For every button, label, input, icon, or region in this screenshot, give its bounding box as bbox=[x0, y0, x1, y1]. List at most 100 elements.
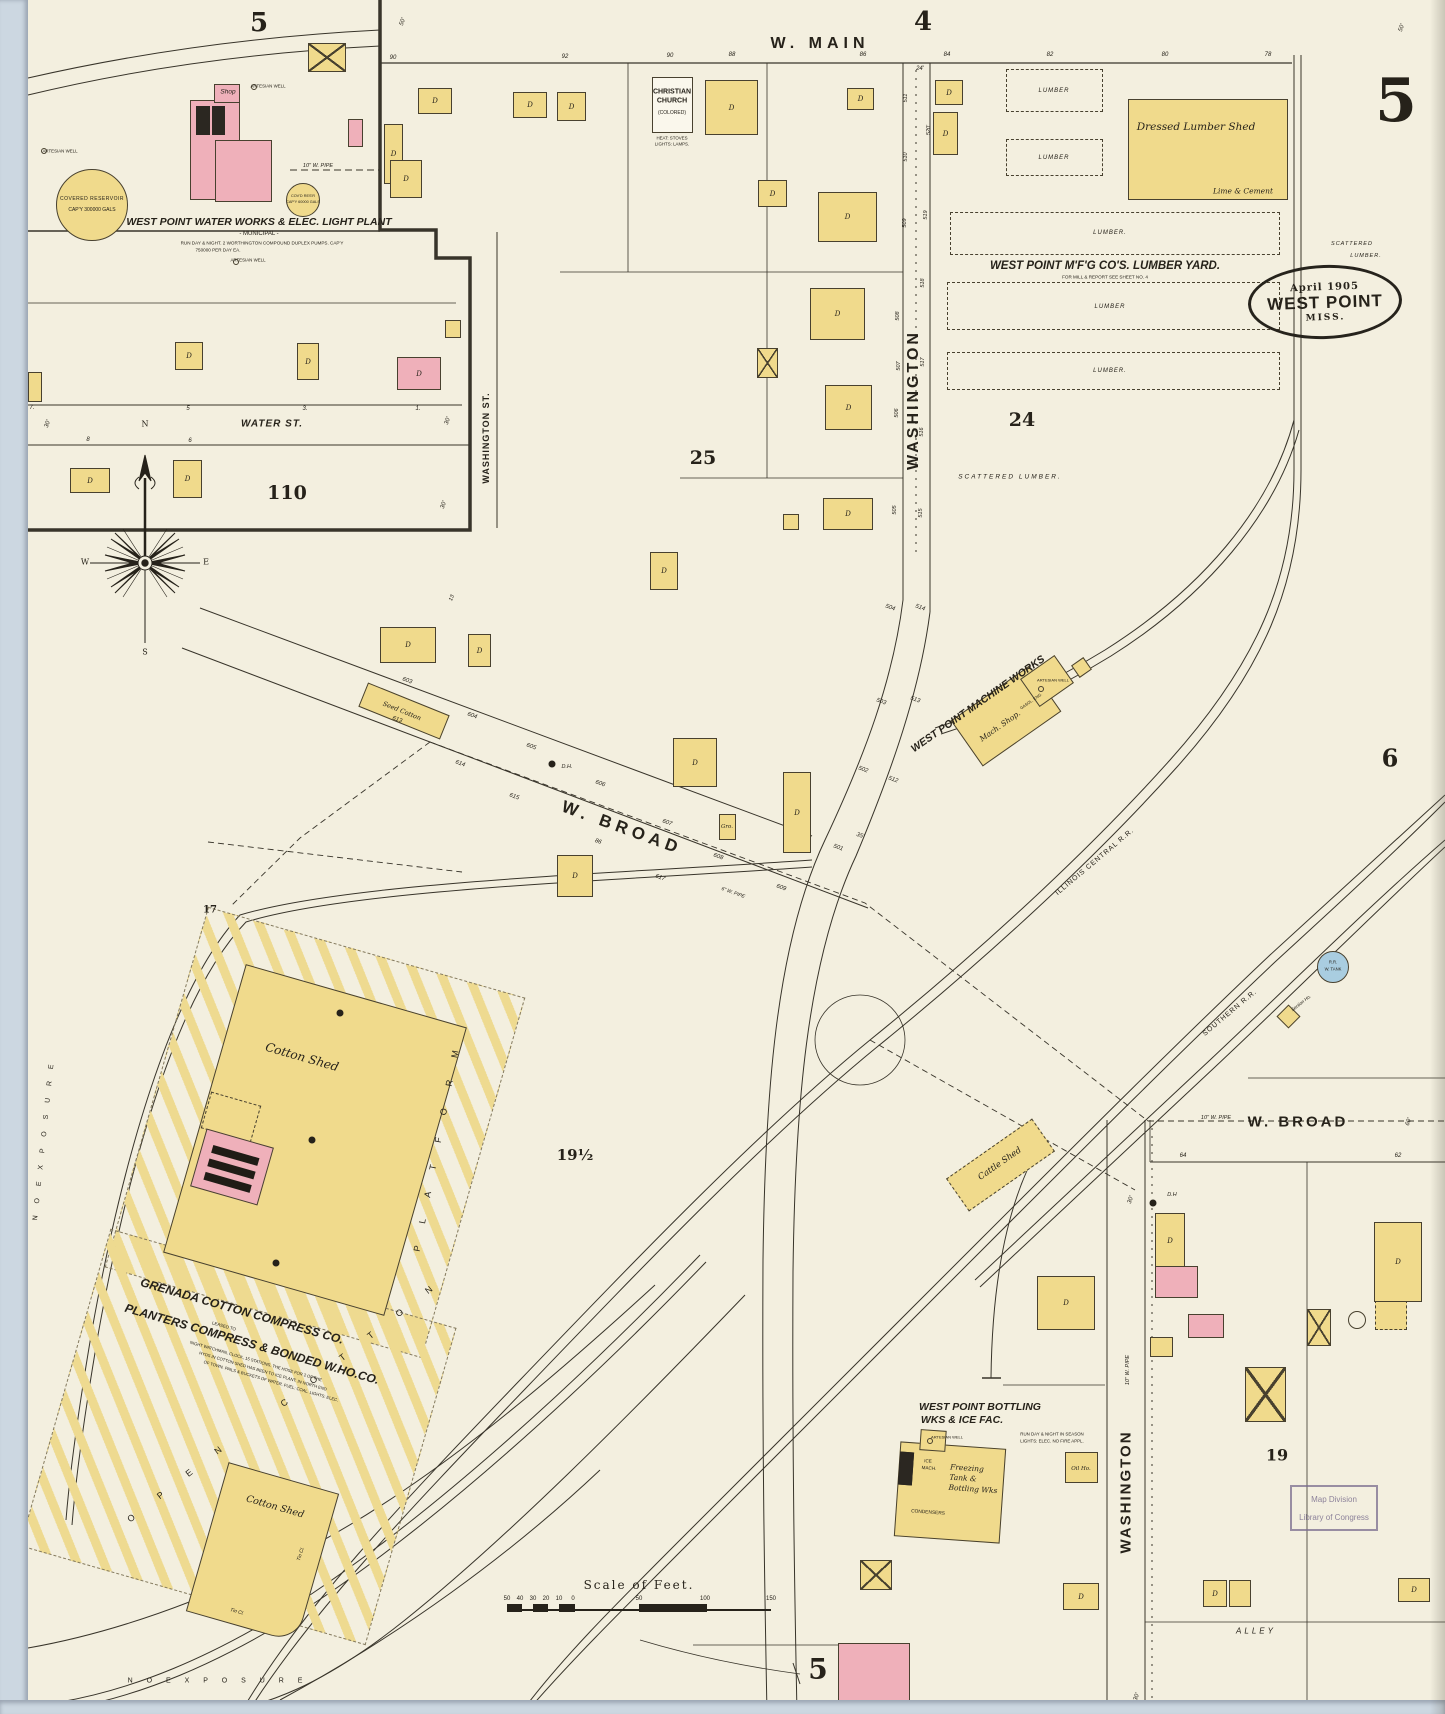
map-label: 30' bbox=[439, 500, 449, 510]
rr-water-tank bbox=[1317, 951, 1349, 983]
building bbox=[1375, 1300, 1407, 1330]
map-label: ICE bbox=[923, 1458, 933, 1464]
artesian-well bbox=[251, 84, 257, 90]
map-label: ARTESIAN WELL bbox=[230, 257, 266, 263]
map-label: 501 bbox=[832, 843, 844, 853]
map-label: ARTESIAN WELL bbox=[1037, 677, 1069, 683]
map-label: 1. bbox=[415, 406, 421, 412]
lumber-pile bbox=[950, 212, 1280, 255]
street-w-broad-west: W. BROAD bbox=[559, 796, 686, 859]
map-label: 520' bbox=[926, 124, 932, 136]
map-label: LUMBER. bbox=[1350, 253, 1382, 259]
building-dwelling: D bbox=[1063, 1583, 1099, 1610]
map-label: COV'D RES'R bbox=[290, 194, 316, 198]
stable bbox=[860, 1560, 892, 1590]
waterworks-shop bbox=[214, 84, 240, 103]
artesian-well bbox=[233, 259, 239, 265]
map-label: 512 bbox=[887, 775, 899, 785]
map-label: LIGHTS: LAMPS. bbox=[654, 141, 690, 147]
map-label: 606 bbox=[594, 779, 606, 789]
no-exposure-south: N O E X P O S U R E bbox=[127, 1677, 309, 1685]
dressed-lumber-shed bbox=[1128, 99, 1288, 200]
map-label: 50' bbox=[398, 17, 408, 27]
map-label: 613 bbox=[391, 715, 403, 725]
map-label: 510 bbox=[903, 152, 909, 162]
building bbox=[28, 372, 42, 402]
lumber-yard-title: WEST POINT M'F'G CO'S. LUMBER YARD. bbox=[989, 260, 1221, 272]
hose-station bbox=[272, 1259, 280, 1267]
paper-edge-left bbox=[0, 0, 28, 1714]
scale-title: Scale of Feet. bbox=[583, 1578, 695, 1592]
artesian-well bbox=[927, 1438, 933, 1444]
map-label: WKS & ICE FAC. bbox=[920, 1414, 1004, 1426]
building-dwelling: D bbox=[1374, 1222, 1422, 1302]
no-exposure-west: N O E X P O S U R E bbox=[32, 1059, 56, 1221]
scale-segment bbox=[639, 1604, 707, 1612]
map-label: MACH. bbox=[921, 1464, 937, 1472]
building bbox=[1150, 1337, 1173, 1357]
map-line bbox=[762, 599, 904, 1714]
map-line bbox=[246, 55, 1302, 1714]
map-label: 50' bbox=[1397, 23, 1407, 33]
map-line bbox=[239, 55, 1295, 1714]
dynamo-room bbox=[212, 106, 225, 135]
map-line bbox=[279, 1469, 601, 1701]
map-label: 604 bbox=[466, 711, 478, 721]
building-dwelling: D bbox=[70, 468, 110, 493]
map-label: 515 bbox=[918, 508, 924, 518]
map-label: 750000 PER DAY EA. bbox=[195, 247, 241, 253]
map-label: 518 bbox=[920, 278, 926, 288]
map-label: Mach. Shop. bbox=[977, 708, 1023, 744]
map-label: 514 bbox=[914, 603, 926, 613]
building-dwelling: D bbox=[557, 855, 593, 897]
map-label: CAP'Y 300000 GALS bbox=[68, 207, 116, 213]
map-label: 6 bbox=[188, 438, 192, 444]
scale-segment bbox=[559, 1604, 575, 1612]
map-label: 88 bbox=[728, 52, 736, 58]
street-washington-north: WASHINGTON bbox=[905, 330, 922, 470]
paper-edge-right bbox=[1430, 0, 1445, 1714]
paper-edge-bottom bbox=[0, 1700, 1445, 1714]
map-label: CAP'Y 60000 GALS bbox=[286, 200, 320, 204]
map-line bbox=[231, 741, 431, 906]
building-dwelling: D bbox=[705, 80, 758, 135]
artesian-well bbox=[1038, 686, 1044, 692]
map-label: 35' bbox=[855, 831, 865, 841]
waterworks-wing bbox=[215, 140, 272, 202]
map-label: 608 bbox=[712, 852, 724, 862]
stable bbox=[308, 43, 346, 72]
bottling-works-title: WEST POINT BOTTLING bbox=[919, 1401, 1041, 1413]
block-19: 19 bbox=[1265, 1445, 1289, 1465]
sheet-number-top-left: 5 bbox=[249, 8, 269, 38]
map-label: 5 bbox=[186, 406, 190, 412]
street-washington-st: WASHINGTON ST. bbox=[481, 392, 491, 484]
building bbox=[445, 320, 461, 338]
building-dwelling: D bbox=[935, 80, 963, 105]
map-label: N bbox=[141, 419, 149, 429]
block-19-half: 19½ bbox=[556, 1146, 594, 1164]
map-label: LUMBER bbox=[1038, 88, 1070, 94]
scale-tick-label: 10 bbox=[555, 1596, 563, 1602]
map-line bbox=[181, 647, 869, 909]
map-label: HEAT: STOVES bbox=[656, 135, 688, 141]
map-line bbox=[429, 741, 1149, 1122]
map-line bbox=[792, 611, 931, 1714]
map-label: 90 bbox=[666, 53, 674, 59]
scale-tick-label: 50 bbox=[503, 1596, 511, 1602]
map-line bbox=[869, 1039, 1136, 1191]
map-label: R.R. bbox=[1328, 959, 1338, 965]
map-label: 30' bbox=[443, 416, 453, 426]
map-label: P L A T F O R M bbox=[411, 1039, 463, 1253]
street-water-st: WATER ST. bbox=[241, 418, 303, 430]
scale-tick-label: 50 bbox=[635, 1596, 643, 1602]
map-label: 24' bbox=[916, 66, 924, 72]
map-line bbox=[28, 0, 472, 532]
map-line bbox=[199, 607, 813, 837]
map-label: LUMBER bbox=[1094, 304, 1126, 310]
stamp-city: WEST POINT bbox=[1266, 290, 1384, 314]
map-label: ARTESIAN WELL bbox=[42, 148, 78, 154]
dressed-lumber-shed-label: Dressed Lumber Shed bbox=[1136, 121, 1256, 133]
block-17: 17 bbox=[203, 904, 217, 916]
building bbox=[1229, 1580, 1251, 1607]
